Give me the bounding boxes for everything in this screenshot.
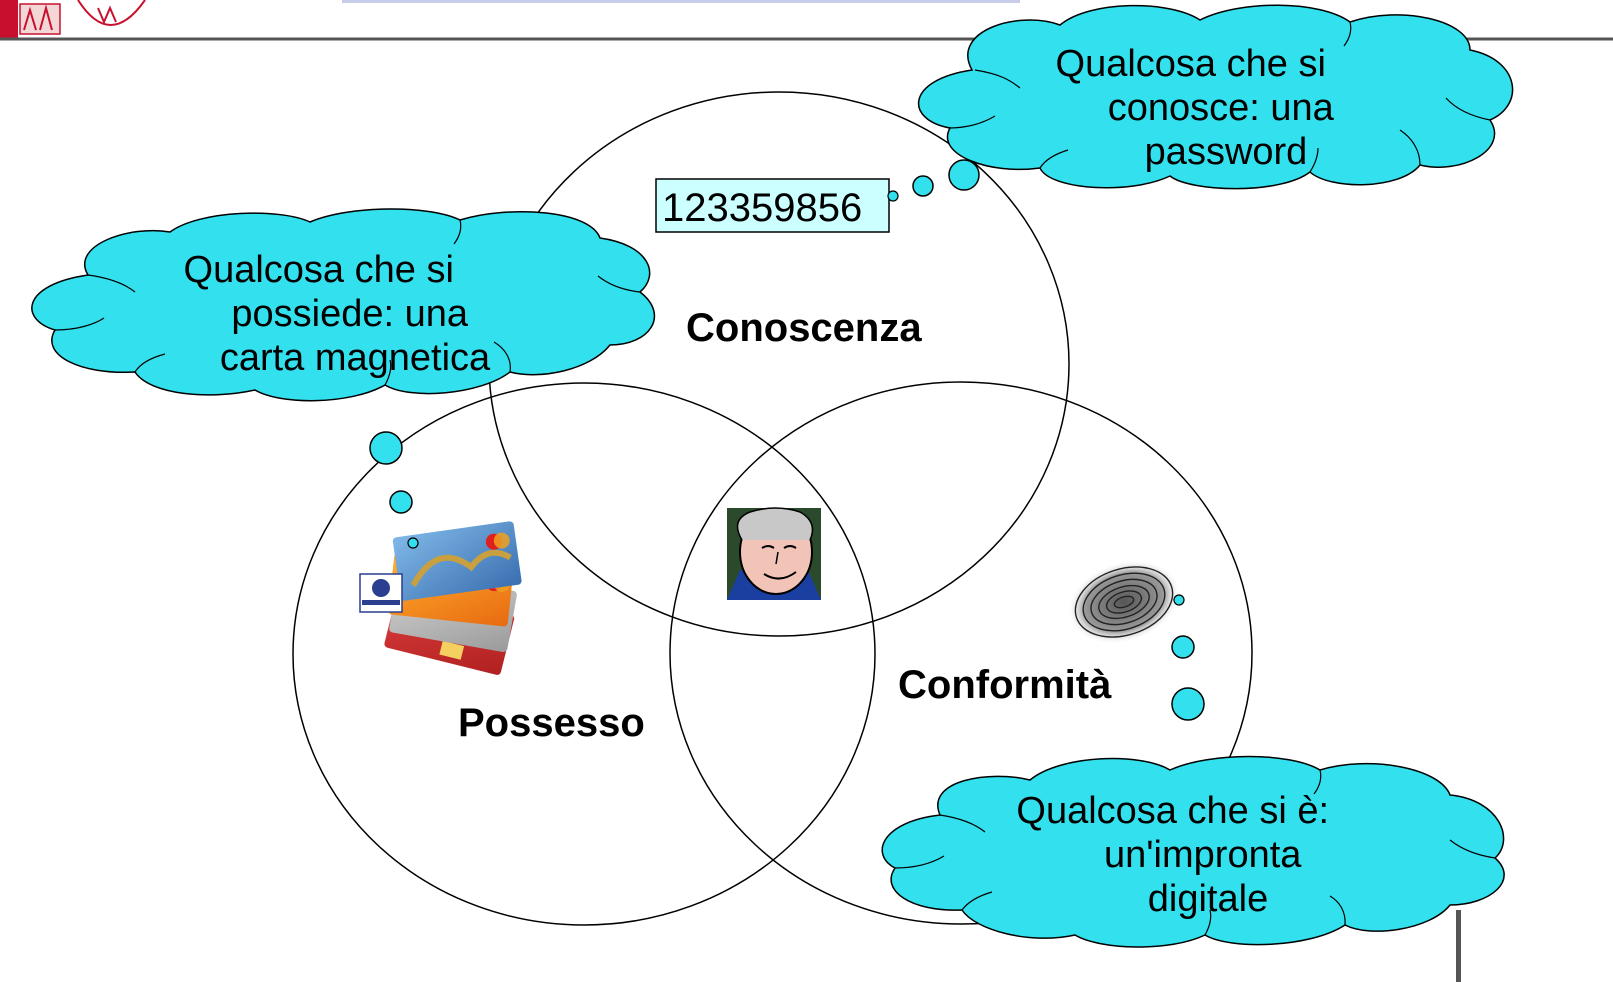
header bbox=[0, 0, 1613, 41]
circle-conformita bbox=[669, 381, 1253, 925]
title-underline bbox=[342, 0, 1020, 3]
cloud-card-text: Qualcosa che si possiede: una carta magn… bbox=[184, 249, 492, 379]
cloud-fingerprint-line-3: digitale bbox=[1148, 878, 1268, 920]
circle-possesso bbox=[292, 382, 876, 926]
cloud-fingerprint: Qualcosa che si è: un'impronta digitale bbox=[881, 594, 1505, 948]
cloud-fingerprint-line-2: un'impronta bbox=[1104, 834, 1302, 876]
person-face-icon bbox=[727, 507, 821, 600]
cloud-card-line-2: possiede: una bbox=[231, 293, 468, 335]
cloud-fingerprint-line-1: Qualcosa che si è: bbox=[1016, 790, 1329, 832]
cloud-card-line-1: Qualcosa che si bbox=[184, 249, 454, 291]
cloud-password-line-3: password bbox=[1145, 131, 1308, 173]
cloud-card-line-3: carta magnetica bbox=[220, 337, 491, 379]
cloud-password: Qualcosa che si conosce: una password bbox=[887, 4, 1514, 202]
cloud-password-line-2: conosce: una bbox=[1108, 87, 1335, 129]
slide-marker bbox=[1456, 910, 1461, 982]
label-possesso: Possesso bbox=[458, 701, 645, 745]
password-box: 123359856 bbox=[655, 178, 890, 233]
university-seal-icon bbox=[19, 0, 146, 35]
cloud-password-text: Qualcosa che si conosce: una password bbox=[1056, 43, 1345, 173]
cloud-password-line-1: Qualcosa che si bbox=[1056, 43, 1326, 85]
label-conformita: Conformità bbox=[898, 663, 1112, 707]
cloud-card: Qualcosa che si possiede: una carta magn… bbox=[31, 208, 656, 549]
logo-red-block bbox=[0, 0, 18, 38]
fingerprint-icon bbox=[1067, 559, 1181, 645]
credit-cards-icon bbox=[359, 521, 522, 675]
cloud-fingerprint-text: Qualcosa che si è: un'impronta digitale bbox=[1016, 790, 1339, 920]
label-conoscenza: Conoscenza bbox=[686, 306, 922, 350]
password-value: 123359856 bbox=[662, 186, 862, 230]
